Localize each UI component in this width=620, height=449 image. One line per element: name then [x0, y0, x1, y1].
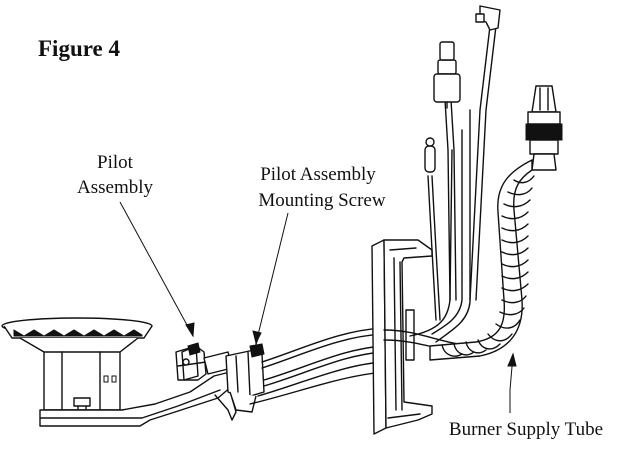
label-screw-line1: Pilot Assembly — [260, 164, 376, 185]
leader-pilot-assembly — [119, 201, 194, 337]
pilot-tubes — [249, 327, 385, 405]
mounting-plate — [371, 239, 433, 435]
burner-head — [1, 317, 153, 419]
wires-connectors — [424, 5, 501, 321]
leader-lines — [119, 201, 517, 413]
pilot-mounting-bracket — [225, 337, 265, 413]
arrowhead-pilot — [185, 322, 195, 338]
burner-supply-tube — [429, 159, 535, 361]
label-pilot-line2: Assembly — [77, 177, 154, 198]
pilot-assembly — [175, 342, 233, 381]
label-screw-line2: Mounting Screw — [258, 190, 385, 211]
figure-title: Figure 4 — [38, 36, 120, 61]
gas-fitting — [525, 85, 563, 171]
arrowhead-tube — [507, 352, 517, 367]
leader-mounting-screw — [255, 212, 289, 344]
leader-burner-supply-tube — [509, 354, 514, 413]
label-burner-supply-tube: Burner Supply Tube — [449, 419, 603, 440]
label-pilot-line1: Pilot — [97, 152, 134, 173]
